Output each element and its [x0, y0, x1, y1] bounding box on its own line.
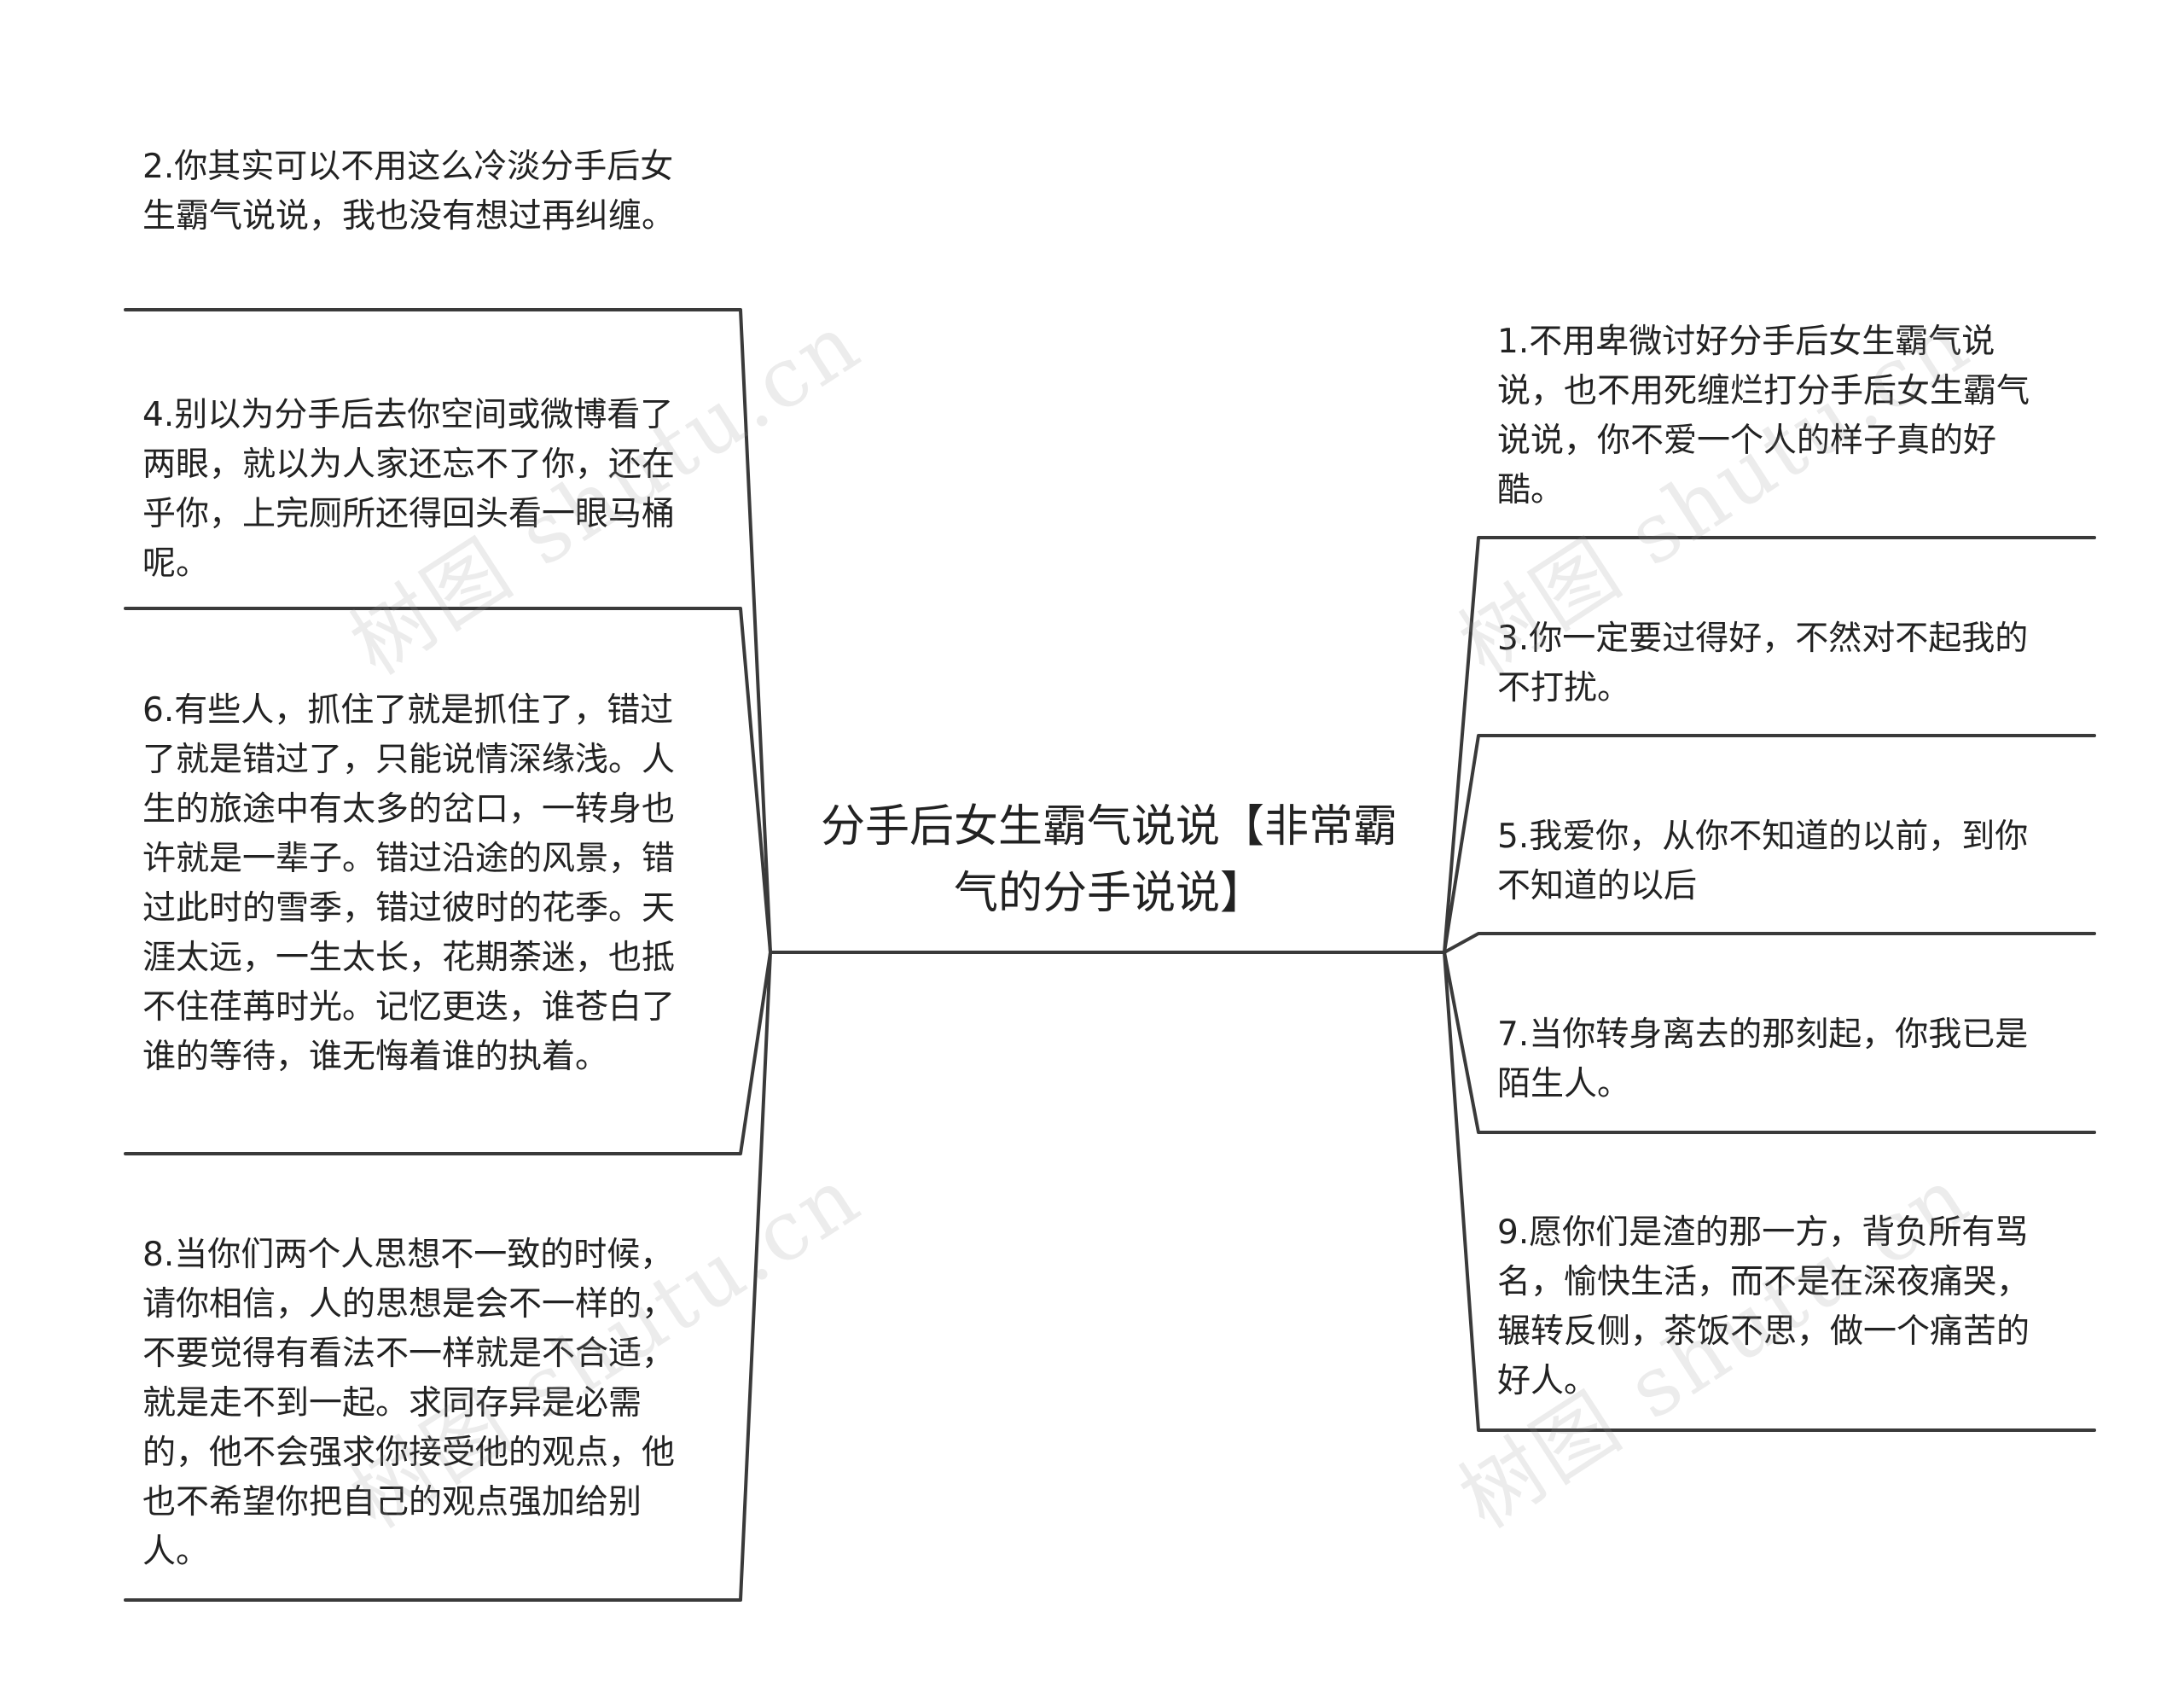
node-1[interactable]: 1.不用卑微讨好分手后女生霸气说说，也不用死缠烂打分手后女生霸气说说，你不爱一个… [1497, 323, 2030, 509]
branch-n3 [1443, 734, 2096, 954]
node-6[interactable]: 6.有些人，抓住了就是抓住了，错过了就是错过了，只能说情深缘浅。人生的旅途中有太… [142, 691, 676, 1076]
branch-n9 [1443, 951, 2096, 1432]
node-2[interactable]: 2.你其实可以不用这么冷淡分手后女生霸气说说，我也没有想过再纠缠。 [142, 148, 676, 236]
node-9[interactable]: 9.愿你们是渣的那一方，背负所有骂名，愉快生活，而不是在深夜痛哭，辗转反侧，茶饭… [1497, 1213, 2030, 1400]
node-3[interactable]: 3.你一定要过得好，不然对不起我的不打扰。 [1497, 620, 2029, 707]
node-7[interactable]: 7.当你转身离去的那刻起，你我已是陌生人。 [1497, 1015, 2029, 1103]
branch-n6 [124, 951, 772, 1155]
branch-n1 [1443, 536, 2096, 954]
branch-n8 [124, 951, 772, 1602]
node-5[interactable]: 5.我爱你，从你不知道的以前，到你不知道的以后 [1497, 817, 2029, 905]
node-4[interactable]: 4.别以为分手后去你空间或微博看了两眼，就以为人家还忘不了你，还在乎你，上完厕所… [142, 396, 676, 583]
node-8[interactable]: 8.当你们两个人思想不一致的时候，请你相信，人的思想是会不一样的，不要觉得有看法… [142, 1236, 676, 1571]
branch-n7 [1443, 951, 2096, 1134]
branch-n2 [124, 308, 772, 954]
branch-n4 [124, 607, 772, 954]
central-topic[interactable]: 分手后女生霸气说说【非常霸气的分手说说】 [820, 801, 1397, 919]
branch-n5 [1443, 932, 2096, 954]
